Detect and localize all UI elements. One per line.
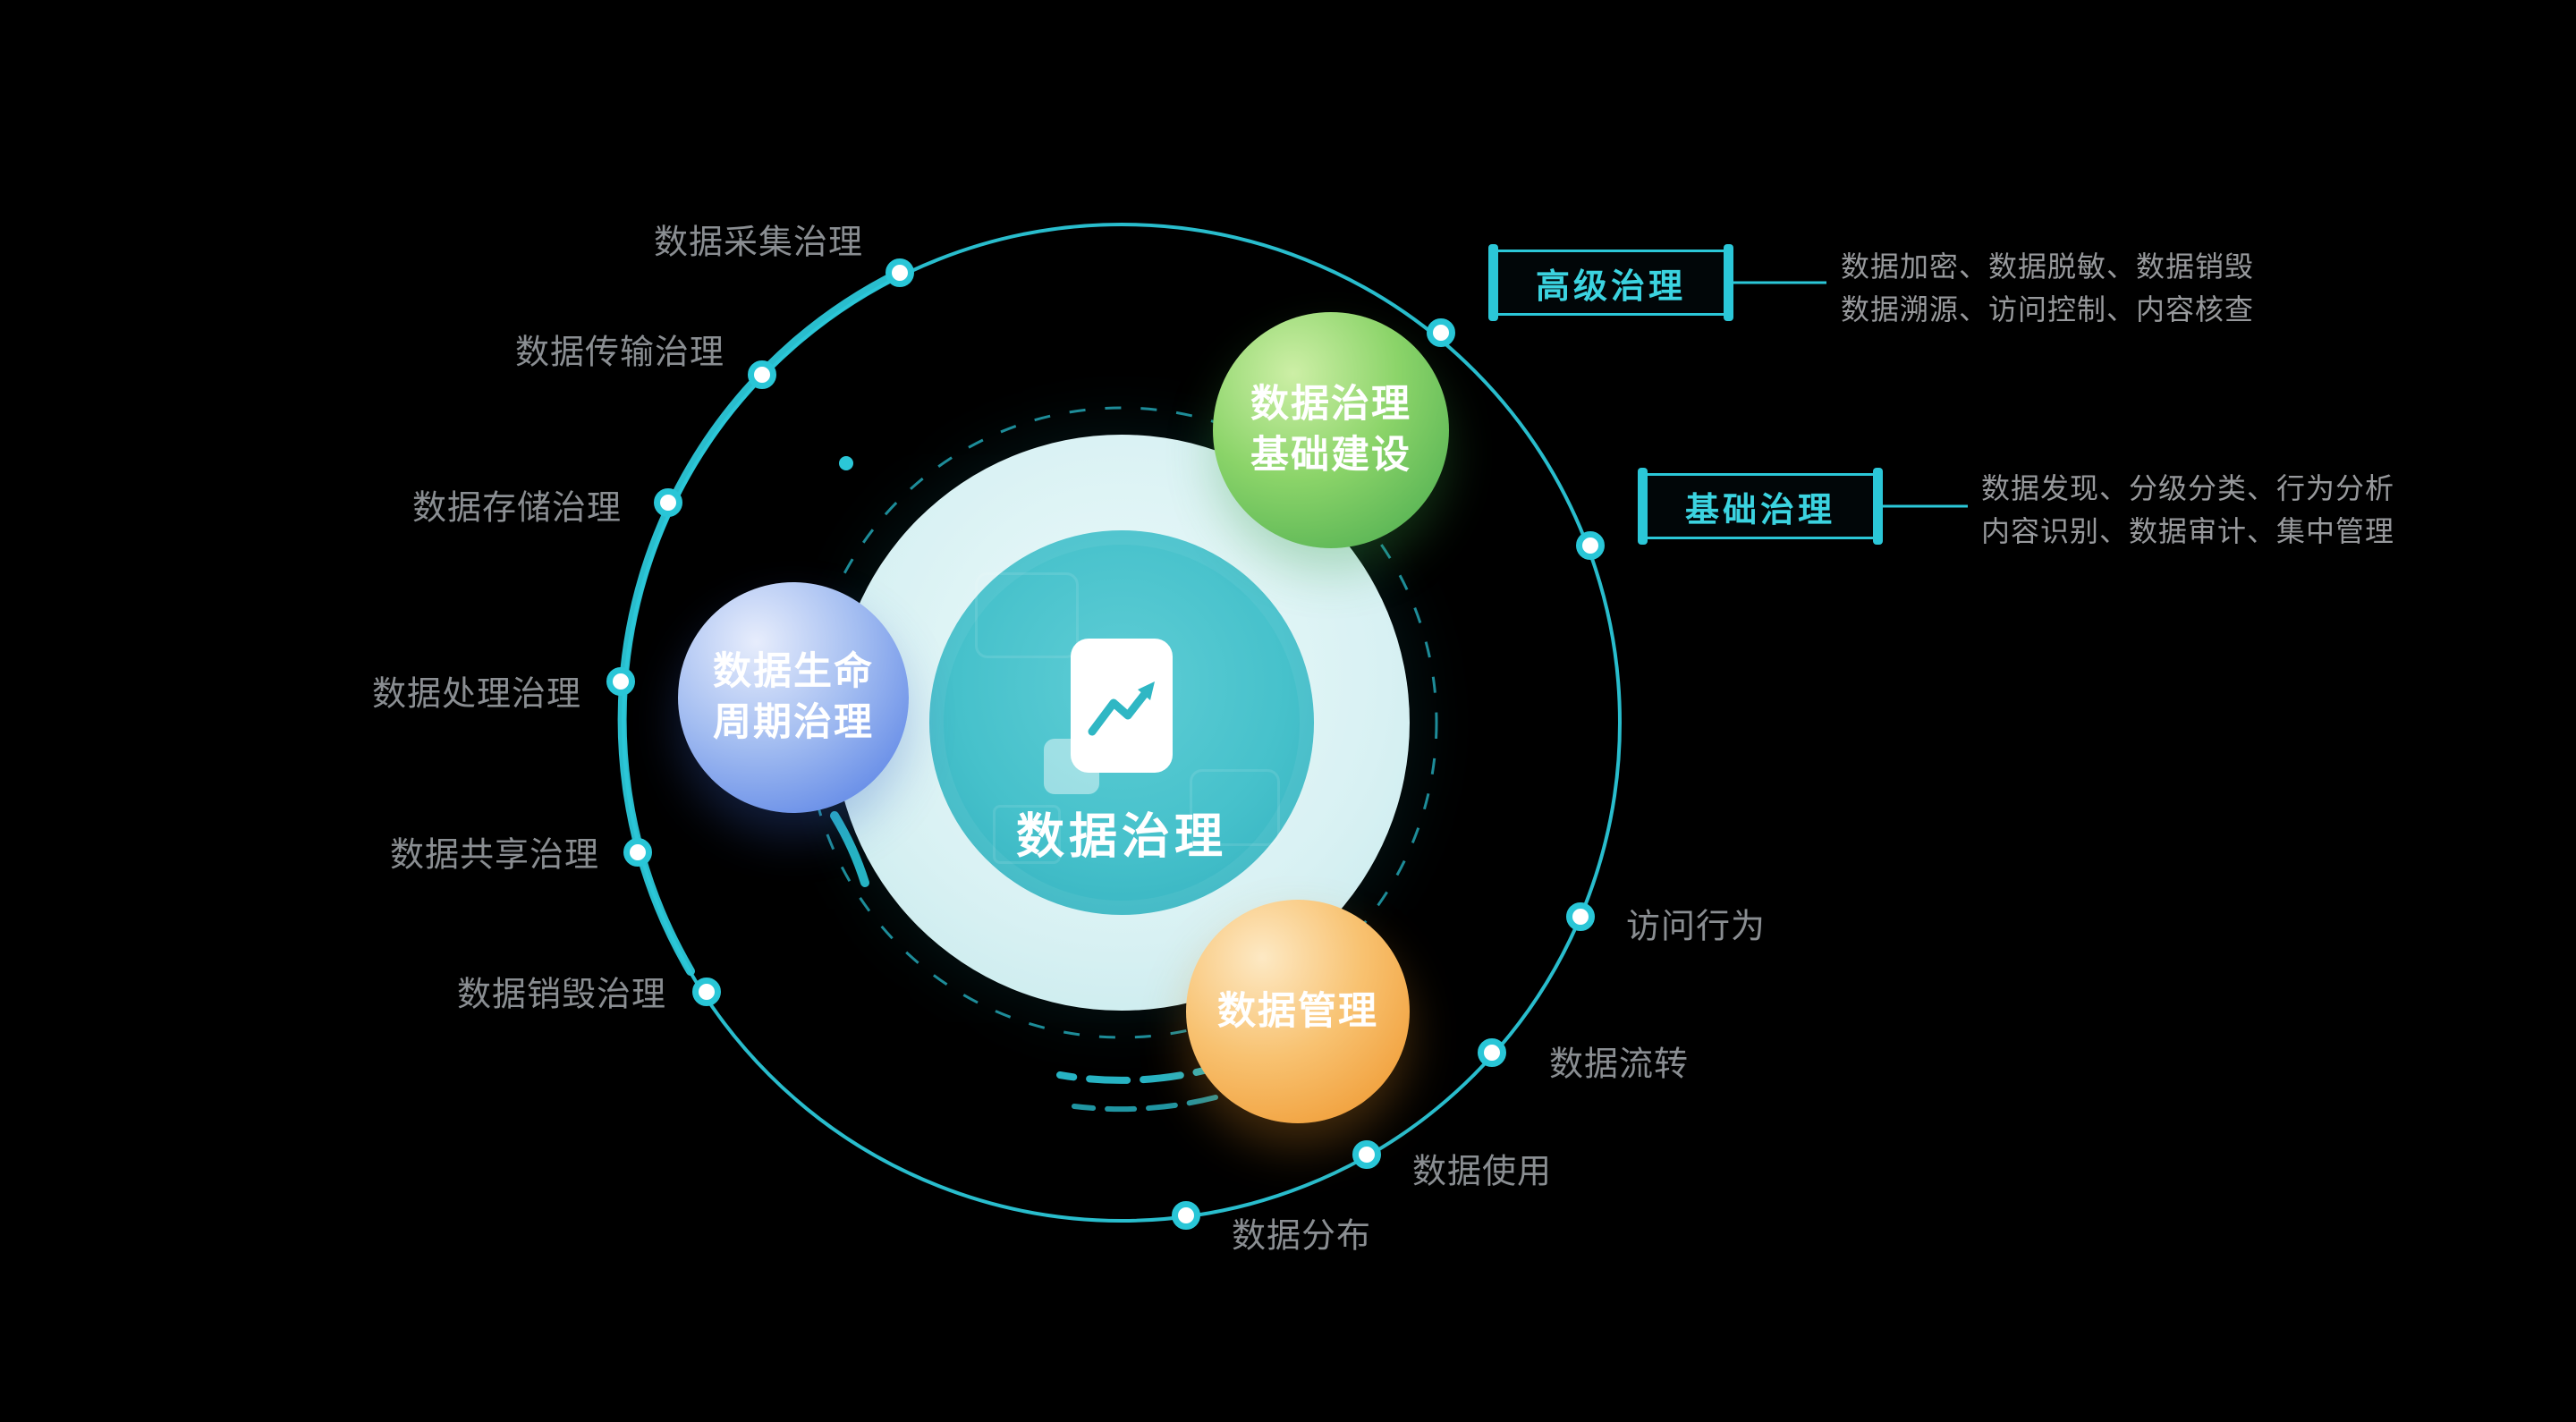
circuit-decoration xyxy=(993,805,1061,864)
bubble-management-line1: 数据管理 xyxy=(1217,989,1378,1033)
orbit-node-access xyxy=(1566,902,1595,931)
orbit-node-usage xyxy=(1352,1140,1381,1169)
callout-desc-basic: 数据发现、分级分类、行为分析 内容识别、数据审计、集中管理 xyxy=(1981,467,2394,553)
orbit-label-access: 访问行为 xyxy=(1626,908,1767,946)
orbit-label-distribution: 数据分布 xyxy=(1232,1217,1372,1256)
document-chart-icon xyxy=(1044,639,1173,794)
orbit-node-transmission xyxy=(748,360,776,389)
orbit-node-distribution xyxy=(1172,1201,1200,1230)
bubble-infrastructure: 数据治理 基础建设 xyxy=(1213,312,1449,548)
callout-title-basic: 基础治理 xyxy=(1684,491,1835,529)
callout-desc-advanced-line1: 数据加密、数据脱敏、数据销毁 xyxy=(1841,250,2255,283)
bubble-lifecycle-line1: 数据生命 xyxy=(713,650,874,694)
orbit-label-destruction: 数据销毁治理 xyxy=(456,976,666,1014)
bubble-lifecycle: 数据生命 周期治理 xyxy=(678,582,909,813)
bubble-lifecycle-line2: 周期治理 xyxy=(713,701,874,744)
orbit-node-collection xyxy=(886,258,914,287)
callout-title-advanced: 高级治理 xyxy=(1535,267,1686,306)
callout-box-advanced: 高级治理 xyxy=(1488,244,1733,321)
bubble-infrastructure-line2: 基础建设 xyxy=(1250,434,1411,477)
orbit-label-collection: 数据采集治理 xyxy=(653,224,863,262)
orbit-node-basic xyxy=(1576,531,1605,560)
circuit-decoration xyxy=(975,572,1079,658)
callout-desc-basic-line2: 内容识别、数据审计、集中管理 xyxy=(1981,515,2395,547)
orbit-node-sharing xyxy=(623,838,652,867)
orbit-node-storage xyxy=(654,488,682,517)
orbit-label-storage: 数据存储治理 xyxy=(411,489,622,528)
orbit-label-usage: 数据使用 xyxy=(1412,1153,1553,1191)
bubble-infrastructure-line1: 数据治理 xyxy=(1250,383,1411,427)
callout-desc-advanced-line2: 数据溯源、访问控制、内容核查 xyxy=(1841,293,2255,326)
orbit-node-advanced xyxy=(1427,318,1455,347)
orbit-label-sharing: 数据共享治理 xyxy=(389,836,599,875)
callout-desc-advanced: 数据加密、数据脱敏、数据销毁 数据溯源、访问控制、内容核查 xyxy=(1841,245,2254,331)
orbit-label-flow: 数据流转 xyxy=(1549,1045,1690,1084)
center-title: 数据治理 xyxy=(1016,809,1227,864)
callout-box-basic: 基础治理 xyxy=(1638,468,1883,545)
bubble-management: 数据管理 xyxy=(1186,900,1410,1123)
orbit-label-processing: 数据处理治理 xyxy=(371,675,581,714)
circuit-decoration xyxy=(1190,769,1280,846)
orbit-label-transmission: 数据传输治理 xyxy=(514,334,724,372)
orbit-node-destruction xyxy=(692,978,721,1006)
orbit-node-flow xyxy=(1478,1038,1506,1067)
callout-desc-basic-line1: 数据发现、分级分类、行为分析 xyxy=(1981,472,2395,504)
orbit-node-processing xyxy=(606,667,635,696)
